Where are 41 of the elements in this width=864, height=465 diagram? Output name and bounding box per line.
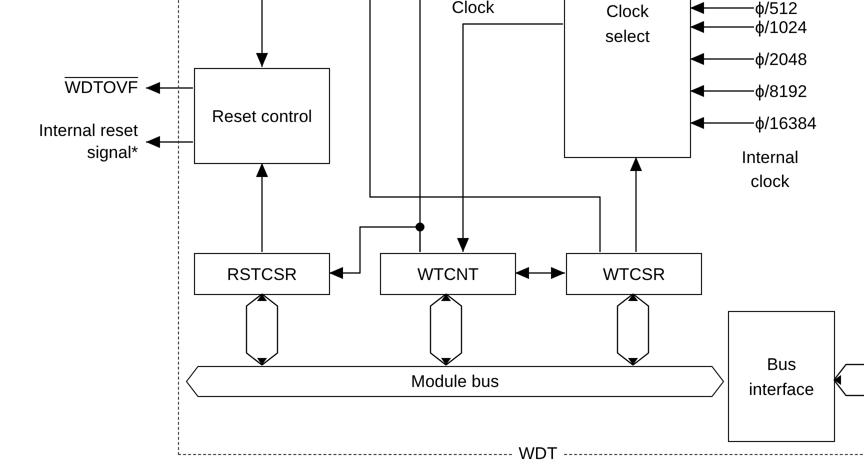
double-arrow: [515, 267, 565, 279]
block-label: Bus interface: [748, 354, 816, 400]
edge-label: Clock: [450, 0, 496, 19]
block-label: Reset control: [212, 106, 312, 128]
arrow: [146, 82, 193, 94]
bus-label: Module bus: [411, 370, 499, 392]
block-box: [728, 311, 835, 442]
arrow: [146, 136, 193, 148]
connector-line: [369, 0, 601, 252]
bus-arrow: [430, 293, 462, 366]
register-box: [380, 253, 516, 295]
signal-label: ϕ/1024: [755, 17, 835, 39]
block-label: WTCNT: [417, 264, 479, 286]
signal-label: ϕ/2048: [755, 49, 835, 71]
bus-arrow: [246, 293, 278, 366]
arrow: [457, 23, 563, 252]
arrow: [690, 21, 754, 33]
arrow: [690, 117, 754, 129]
arrow: [690, 85, 754, 97]
bus-arrow: [833, 364, 864, 396]
bus-arrow: [616, 293, 650, 366]
signal-label: ϕ/8192: [755, 81, 835, 103]
block-label: RSTCSR: [227, 264, 297, 286]
arrow: [256, 0, 268, 67]
block-box: [564, 0, 691, 158]
arrow: [630, 157, 642, 252]
arrow: [256, 163, 268, 252]
arrow: [690, 53, 754, 65]
signal-name: WDTOVF: [50, 77, 146, 99]
register-box: [194, 253, 330, 295]
block-label: Clock select: [604, 1, 651, 48]
bus-shape: [186, 366, 724, 397]
signal-label: Internal clock: [740, 147, 800, 193]
arrow: [690, 2, 754, 14]
register-box: [566, 253, 702, 295]
arrow: [329, 226, 421, 279]
block-label: WTCSR: [602, 264, 666, 286]
signal-label: Internal reset signal*: [0, 120, 146, 164]
block-box: [194, 68, 330, 164]
signal-label: ϕ/16384: [755, 113, 835, 135]
signal-label: ϕ/512: [755, 0, 835, 20]
